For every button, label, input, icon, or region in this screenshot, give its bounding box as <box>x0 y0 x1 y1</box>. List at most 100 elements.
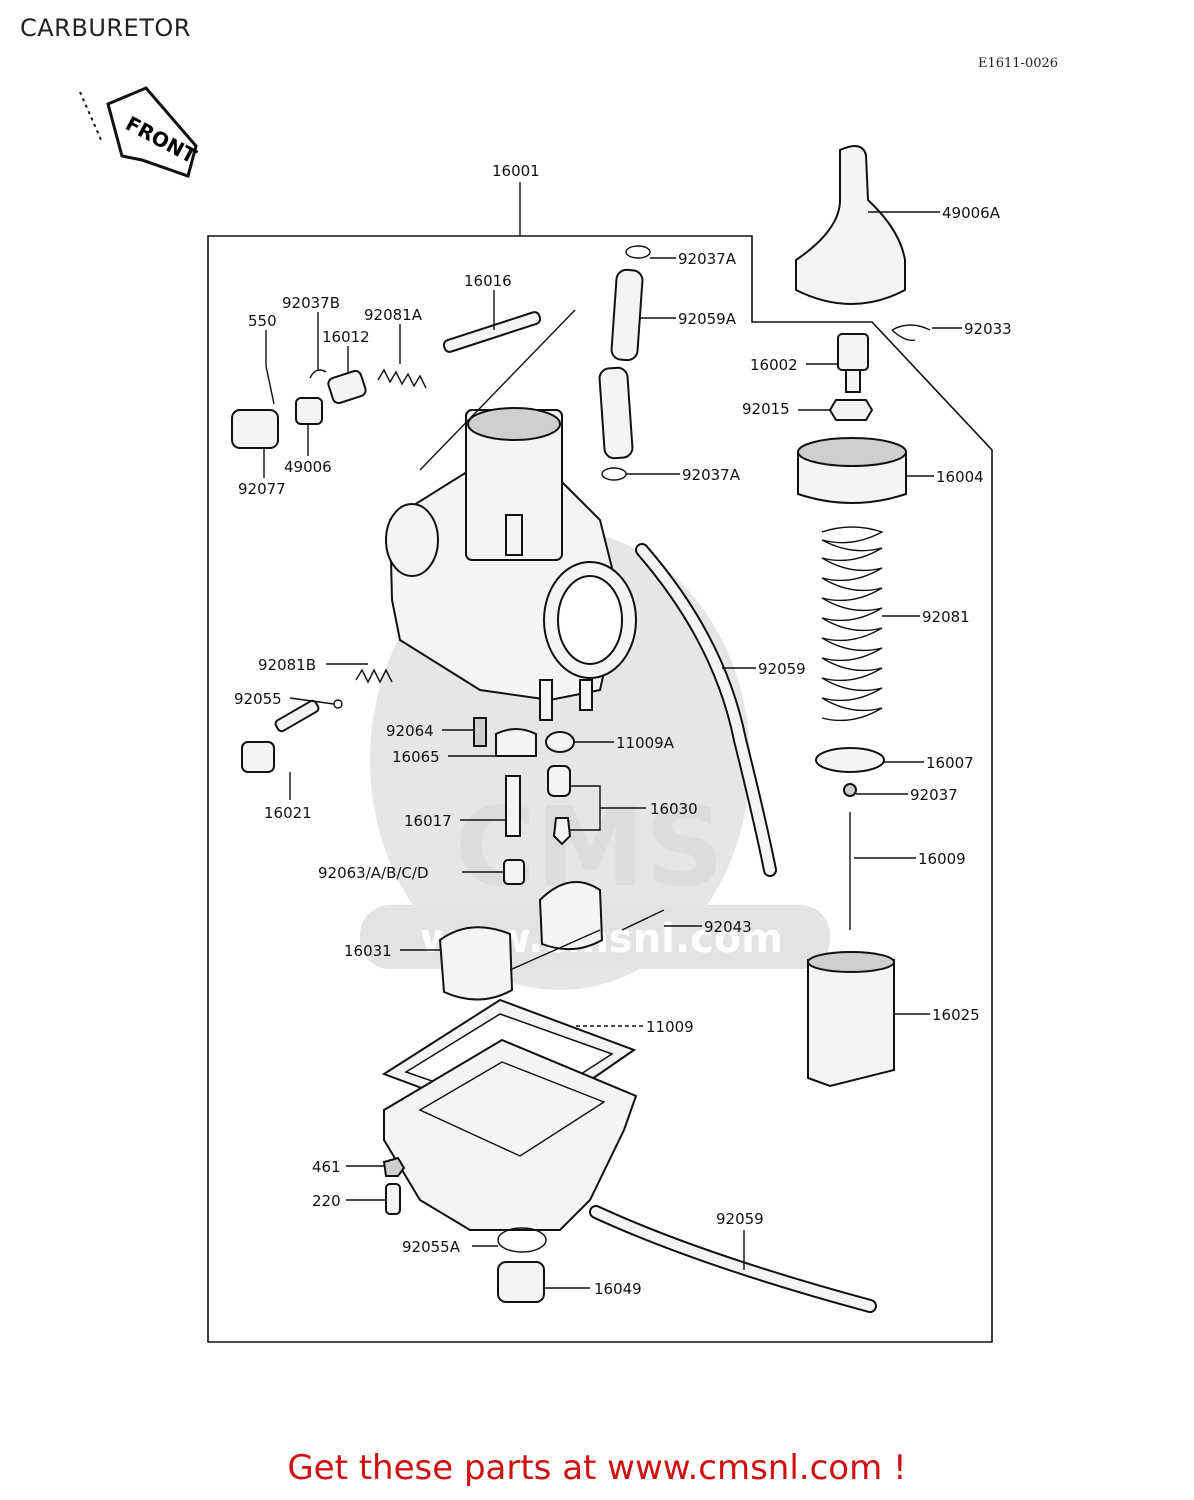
part-92055A-oring <box>497 1227 547 1253</box>
part-92015-nut <box>828 399 874 421</box>
page-title: CARBURETOR <box>20 14 191 42</box>
part-16031-float-left <box>438 926 514 1001</box>
part-92063-main-jet <box>503 859 525 885</box>
label-16017: 16017 <box>404 812 452 830</box>
intake-flange <box>385 503 439 577</box>
front-arrow-hatch <box>79 91 103 143</box>
part-16031-float-right <box>538 881 604 951</box>
label-92037B: 92037B <box>282 294 340 312</box>
part-16002-thread <box>845 369 861 393</box>
part-92077-grommet <box>231 409 279 449</box>
label-92037A-top: 92037A <box>678 250 737 268</box>
label-11009A: 11009A <box>616 734 675 752</box>
label-92064: 92064 <box>386 722 434 740</box>
label-92037: 92037 <box>910 786 958 804</box>
label-92037A-bottom: 92037A <box>682 466 741 484</box>
carburetor-body <box>385 407 637 721</box>
part-550-cable <box>265 365 275 405</box>
body-vent-b <box>579 679 593 711</box>
part-461-nut <box>382 1156 406 1177</box>
label-92059-mid: 92059 <box>758 660 806 678</box>
part-49006-cap <box>295 397 323 425</box>
label-92015: 92015 <box>742 400 790 418</box>
carburetor-exploded-diagram: CMS www.cmsnl.com FRONT <box>79 86 1012 1343</box>
label-92059-bottom: 92059 <box>716 1210 764 1228</box>
leader-92055 <box>289 697 335 705</box>
part-92081B-spring <box>355 668 393 684</box>
label-16065: 16065 <box>392 748 440 766</box>
label-92055A: 92055A <box>402 1238 461 1256</box>
label-16012: 16012 <box>322 328 370 346</box>
label-49006: 49006 <box>284 458 332 476</box>
part-16031-float-arm <box>509 929 601 971</box>
part-11009A-oring <box>545 731 575 753</box>
label-16007: 16007 <box>926 754 974 772</box>
part-220-screw <box>385 1183 401 1215</box>
part-92059A-tube-upper <box>610 268 644 362</box>
part-16021-head <box>241 741 275 773</box>
label-92081A: 92081A <box>364 306 423 324</box>
part-92037B-clip <box>309 369 327 379</box>
label-16025: 16025 <box>932 1006 980 1024</box>
label-92055: 92055 <box>234 690 282 708</box>
part-16049-plug <box>497 1261 545 1303</box>
bore-top <box>467 407 561 441</box>
part-16017-needle-jet <box>505 775 521 837</box>
label-11009: 11009 <box>646 1018 694 1036</box>
part-92059-hose-bottom-inner <box>591 1207 875 1311</box>
part-92081-spring <box>821 526 884 722</box>
label-92059A: 92059A <box>678 310 737 328</box>
label-16049: 16049 <box>594 1280 642 1298</box>
plunger-axis-line <box>419 309 576 471</box>
part-16065-holder <box>495 728 537 757</box>
label-16031: 16031 <box>344 942 392 960</box>
part-16002-adjuster <box>837 333 869 371</box>
body-nipple <box>505 514 523 556</box>
label-92081: 92081 <box>922 608 970 626</box>
part-float-bowl-rim <box>418 1061 606 1157</box>
part-16021-screw <box>274 699 320 733</box>
label-16009: 16009 <box>918 850 966 868</box>
outlet-bore <box>557 575 623 665</box>
body-vent-a <box>539 679 553 721</box>
part-16025-slide <box>807 959 895 1088</box>
label-550: 550 <box>248 312 277 330</box>
part-92055-ring <box>333 699 343 709</box>
label-16004: 16004 <box>936 468 984 486</box>
part-92043-pin <box>621 909 665 931</box>
part-49006A-boot <box>795 145 906 305</box>
footer-link[interactable]: Get these parts at www.cmsnl.com ! <box>287 1448 907 1488</box>
part-92064-screw <box>473 717 487 747</box>
part-16012-nut <box>327 369 367 405</box>
label-49006A: 49006A <box>942 204 1001 222</box>
part-92081A-spring <box>377 368 427 389</box>
label-92077: 92077 <box>238 480 286 498</box>
part-labels: 16001 49006A 92037A 92033 92059A 16016 9… <box>234 162 1012 1298</box>
label-16021: 16021 <box>264 804 312 822</box>
label-92043: 92043 <box>704 918 752 936</box>
label-16030: 16030 <box>650 800 698 818</box>
label-92033: 92033 <box>964 320 1012 338</box>
leader-lines <box>263 211 962 1289</box>
label-92081B: 92081B <box>258 656 316 674</box>
part-16030-float-valve <box>547 765 571 797</box>
label-220: 220 <box>312 1192 341 1210</box>
leader-16030 <box>570 785 646 831</box>
label-16001: 16001 <box>492 162 540 180</box>
part-16004-cap-top <box>797 437 907 467</box>
front-arrow: FRONT <box>79 86 201 178</box>
part-16016-plunger <box>442 311 542 353</box>
label-461: 461 <box>312 1158 341 1176</box>
assembly-frame <box>207 235 993 1343</box>
part-92059A-tube-lower <box>598 366 634 460</box>
front-arrow-shape <box>106 86 198 178</box>
part-92037-clip <box>843 783 857 797</box>
label-16016: 16016 <box>464 272 512 290</box>
label-92063: 92063/A/B/C/D <box>318 864 429 882</box>
part-92033-clip <box>891 324 931 341</box>
label-16002: 16002 <box>750 356 798 374</box>
part-16030-valve-needle <box>552 817 572 846</box>
part-92037A-bottom-ring <box>601 467 627 481</box>
part-16025-slide-top <box>807 951 895 973</box>
drawing-code: E1611-0026 <box>978 56 1059 71</box>
